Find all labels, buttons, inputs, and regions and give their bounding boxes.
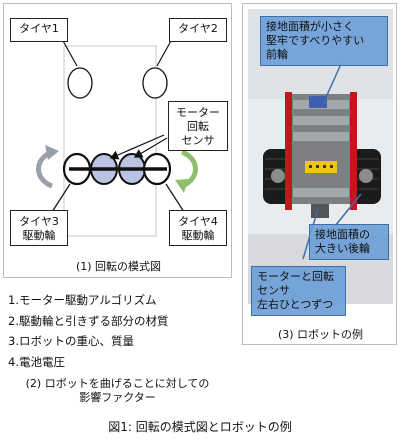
factors-caption-line2: 影響ファクター (79, 391, 156, 404)
motor-sensor-label: モーター 回転 センサ (168, 101, 228, 151)
motor-label-line3: センサ (181, 134, 215, 147)
tire4-line2: 駆動輪 (181, 229, 215, 242)
front-callout-line3: 前輪 (266, 48, 288, 61)
robot-body-outline (63, 45, 157, 237)
yellow-block (305, 161, 337, 173)
factors-caption: (2) ロボットを曲げることに対しての 影響ファクター (3, 377, 232, 405)
tire1-label: タイヤ1 (10, 18, 68, 42)
factors-caption-line1: (2) ロボットを曲げることに対しての (25, 377, 210, 390)
factor-item-3: 3.ロボットの重心、質量 (8, 334, 134, 348)
motor-label-line1: モーター (176, 106, 220, 119)
tire3-label: タイヤ3 駆動輪 (10, 210, 68, 246)
schematic-caption: (1) 回転の模式図 (75, 260, 162, 273)
factors-panel (3, 283, 232, 408)
tire1-text: タイヤ1 (19, 22, 59, 35)
motor-arrow-left (109, 134, 165, 160)
tire2-label: タイヤ2 (169, 18, 227, 42)
factor-item-4: 4.電池電圧 (8, 354, 65, 369)
rear-callout-line1: 接地面積の (315, 228, 370, 241)
motor-callout-line3: 左右ひとつずつ (257, 298, 334, 311)
right-red-beam (350, 92, 357, 210)
tire2-ellipse (142, 67, 168, 99)
tire2-text: タイヤ2 (178, 22, 218, 35)
factor-list: 1.モーター駆動アルゴリズム 2.駆動輪と引きずる部分の材質 3.ロボットの重心… (8, 290, 168, 372)
robot-photo-panel: 接地面積が小さく 堅牢ですべりやすい 前輪 接地面積の 大きい後輪 モーターと回… (242, 3, 397, 345)
tire4-leader (165, 183, 185, 213)
tire4-label: タイヤ4 駆動輪 (169, 210, 227, 246)
motor-arrow-right (133, 137, 168, 158)
figure-caption: 図1: 回転の模式図とロボットの例 (108, 420, 292, 434)
left-red-beam (285, 92, 292, 210)
front-callout-line2: 堅牢ですべりやすい (266, 34, 365, 47)
factor-item-2: 2.駆動輪と引きずる部分の材質 (8, 313, 169, 328)
schematic-drawing (36, 38, 198, 237)
front-callout-line1: 接地面積が小さく (266, 20, 354, 33)
rotation-schematic-panel: タイヤ1 タイヤ2 モーター 回転 センサ タイヤ3 駆動輪 タイヤ4 駆動輪 … (3, 3, 232, 278)
robot-frame (288, 94, 354, 204)
tire1-leader (61, 38, 78, 67)
front-wheel-callout: 接地面積が小さく 堅牢ですべりやすい 前輪 (260, 16, 388, 66)
motor-callout-line1: モーターと回転 (257, 270, 334, 283)
rear-callout-line2: 大きい後輪 (315, 242, 370, 255)
motor-sensor-callout: モーターと回転 センサ 左右ひとつずつ (251, 266, 346, 316)
motor-callout-line2: センサ (257, 284, 290, 297)
tire3-line1: タイヤ3 (19, 215, 59, 228)
tire4-line1: タイヤ4 (178, 215, 218, 228)
tire3-line2: 駆動輪 (22, 229, 56, 242)
tire2-leader (156, 38, 173, 67)
factor-item-1: 1.モーター駆動アルゴリズム (8, 293, 157, 307)
tire3-leader (51, 183, 71, 213)
motor-label-line2: 回転 (187, 120, 209, 133)
tire1-ellipse (67, 67, 93, 99)
photo-caption: (3) ロボットの例 (277, 328, 364, 341)
rear-wheel-callout: 接地面積の 大きい後輪 (309, 224, 389, 260)
